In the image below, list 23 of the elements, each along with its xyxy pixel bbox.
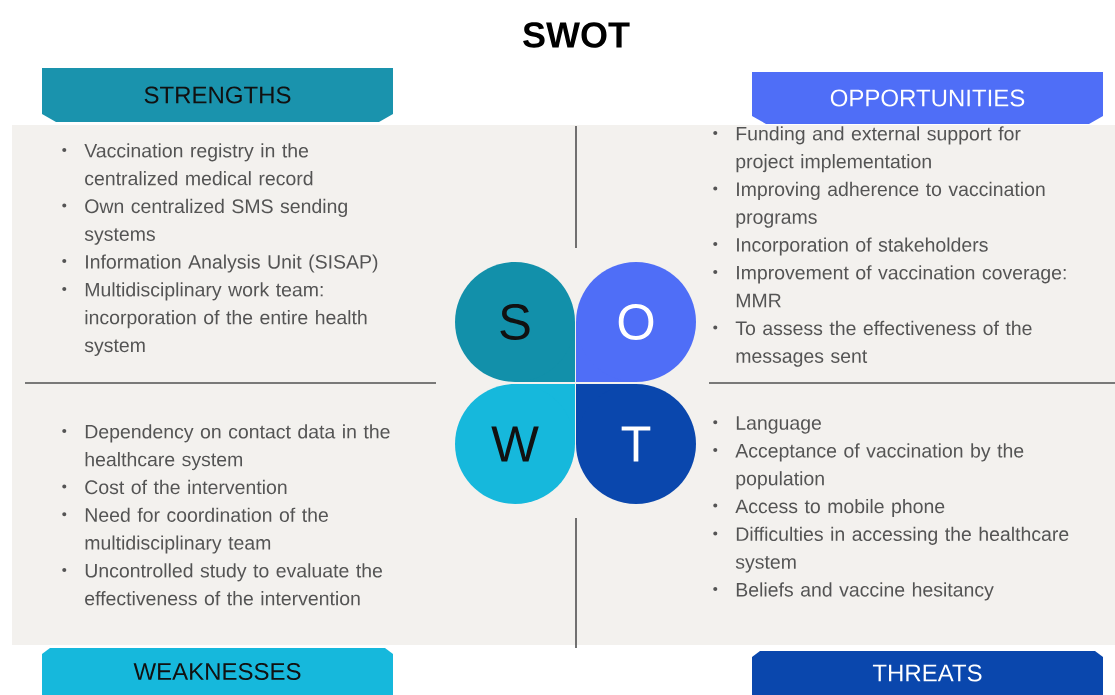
- heading-tab: THREATS: [752, 651, 1103, 695]
- heading-tab: WEAKNESSES: [42, 648, 393, 695]
- bullet-item: Difficulties in accessing the healthcare system: [735, 526, 1069, 573]
- bullet-item: Access to mobile phone: [735, 498, 945, 518]
- bullet-item: Uncontrolled study to evaluate the effectiveness of the intervention: [85, 563, 382, 606]
- bullet-item: Cost of the intervention: [85, 479, 287, 495]
- heading-tab: STRENGTHS: [42, 68, 393, 122]
- bullet-item: Incorporation of stakeholders: [737, 237, 988, 256]
- bullet-item: Information Analysis Unit (SISAP): [86, 254, 378, 273]
- bullet-item: Vaccination registry in the centralized medical record: [84, 143, 313, 186]
- bullet-item: To assess the effectiveness of the messages sent: [735, 320, 1032, 367]
- bullet-item: Dependency on contact data in the healthcare system: [85, 424, 390, 471]
- bullet-item: Improvement of vaccination coverage: MMR: [736, 265, 1066, 308]
- bullet-item: Improving adherence to vaccination programs: [736, 181, 1045, 228]
- bullet-item: Language: [736, 416, 821, 434]
- bullet-item: Own centralized SMS sending systems: [84, 198, 347, 245]
- bullet-item: Need for coordination of the multidisciplinary team: [85, 507, 328, 554]
- bullet-item: Funding and external support for project implementation: [736, 126, 1021, 173]
- bullet-item: Acceptance of vaccination by the population: [735, 443, 1024, 490]
- title: SWOT: [523, 22, 630, 48]
- heading-tab: OPPORTUNITIES: [752, 72, 1103, 124]
- bullet-item: Beliefs and vaccine hesitancy: [736, 582, 994, 601]
- bullet-item: Multidisciplinary work team: incorporation of the entire health system: [84, 282, 367, 356]
